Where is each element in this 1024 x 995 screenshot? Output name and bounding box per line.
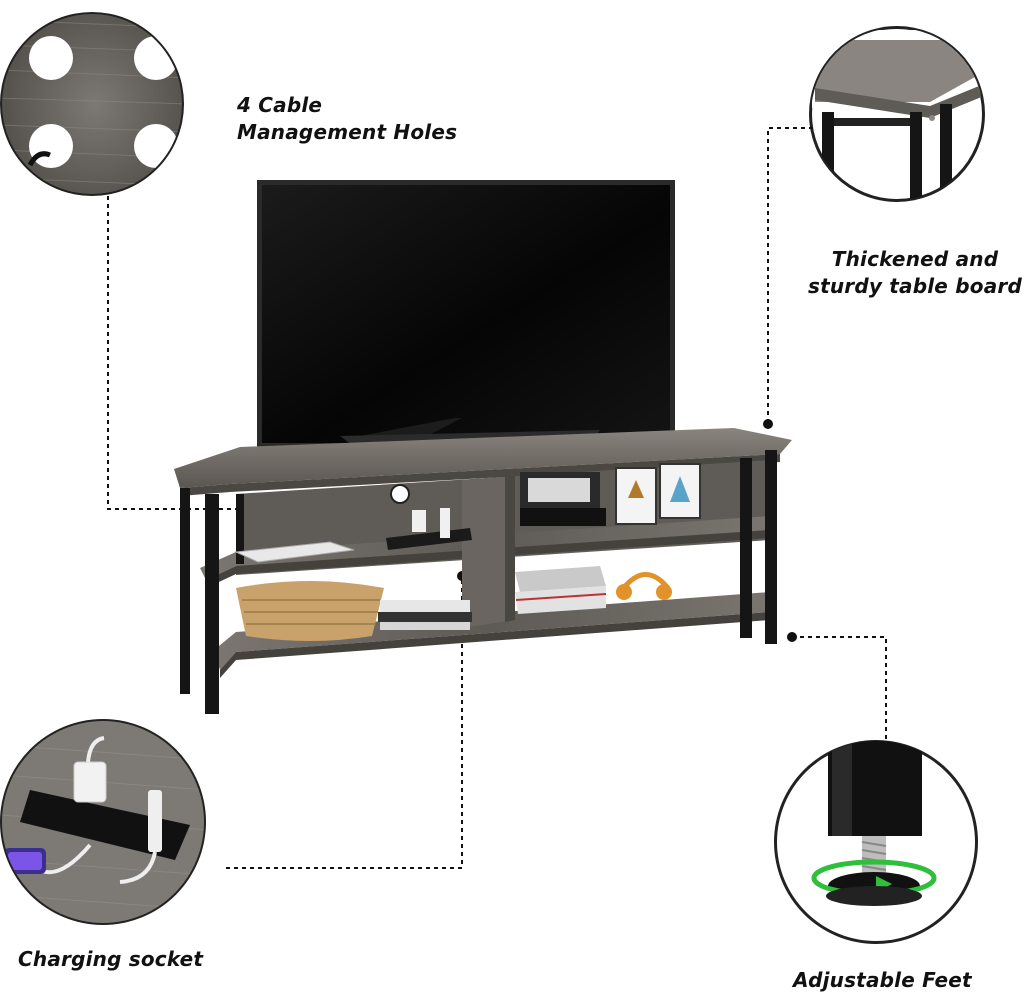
charging-socket-zoom-circle <box>0 719 206 925</box>
adjustable-feet-zoom-circle <box>774 740 978 944</box>
charging-socket-label: Charging socket <box>18 947 204 971</box>
cable-label-line1: 4 Cable <box>237 93 323 117</box>
table-board-label: Thickened and sturdy table board <box>808 246 1022 300</box>
adjustable-feet-label: Adjustable Feet <box>793 968 972 992</box>
television <box>257 180 675 462</box>
cable-label-line2: Management Holes <box>237 120 458 144</box>
cable-management-holes-label: 4 Cable Management Holes <box>237 92 457 146</box>
table-board-zoom-circle <box>809 26 985 202</box>
cable-holes-zoom-circle <box>0 12 184 196</box>
tv-stand <box>174 428 792 714</box>
board-label-line1: Thickened and <box>831 247 999 271</box>
board-label-line2: sturdy table board <box>808 274 1022 298</box>
